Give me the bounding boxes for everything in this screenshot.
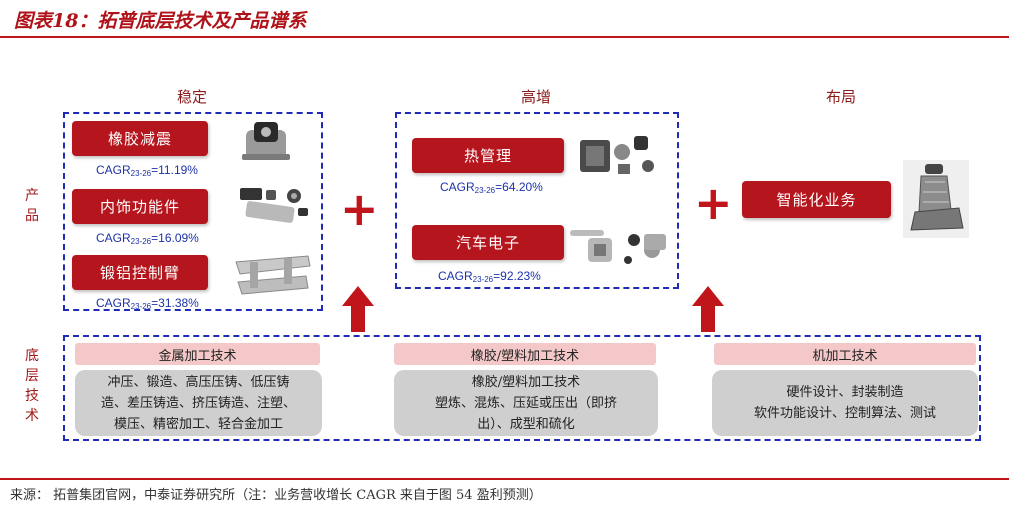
growth-products-box (395, 112, 679, 289)
tech-header-machining: 机加工技术 (714, 343, 976, 365)
product-intelligent-business: 智能化业务 (742, 181, 891, 218)
tech-detail-line: 橡胶/塑料加工技术 (471, 374, 581, 390)
thermal-module-image (580, 136, 654, 174)
figure-title: 图表18：拓普底层技术及产品谱系 (14, 10, 307, 32)
side-label-char: 术 (25, 408, 39, 424)
cagr-thermal-management: CAGR23-26=64.20% (440, 180, 543, 195)
up-arrow-icon (342, 286, 374, 332)
side-label-tech: 底 层 技 术 (24, 346, 40, 426)
source-note: 来源： 拓普集团官网，中泰证券研究所（注：业务营收增长 CAGR 来自于图 54… (10, 488, 542, 503)
product-aluminum-control-arm: 锻铝控制臂 (72, 255, 208, 290)
tech-detail-line: 出）、成型和硫化 (477, 416, 575, 432)
cagr-automotive-electronics: CAGR23-26=92.23% (438, 269, 541, 284)
side-label-char: 技 (25, 388, 39, 404)
title-divider (0, 36, 1009, 38)
tech-detail-line: 模压、精密加工、轻合金加工 (113, 416, 283, 432)
column-header-growth: 高增 (521, 88, 552, 106)
control-arm-image (235, 255, 311, 295)
tech-detail-line: 软件功能设计、控制算法、测试 (753, 406, 936, 421)
tech-detail-line: 造、差压铸造、挤压铸造、注塑、 (100, 395, 296, 411)
rubber-mount-image (242, 122, 290, 160)
side-label-char: 底 (25, 348, 39, 364)
plus-icon: + (694, 176, 733, 230)
tech-header-rubber-plastic: 橡胶/塑料加工技术 (394, 343, 656, 365)
side-label-char: 品 (25, 208, 39, 224)
column-header-stable: 稳定 (177, 88, 208, 106)
up-arrow-icon (692, 286, 724, 332)
tech-detail-rubber-plastic: 橡胶/塑料加工技术 塑炼、混炼、压延或压出（即挤 出）、成型和硫化 (394, 370, 658, 436)
side-label-char: 产 (25, 188, 39, 204)
column-header-layout: 布局 (826, 88, 857, 106)
product-automotive-electronics: 汽车电子 (412, 225, 564, 260)
interior-parts-image (240, 188, 308, 223)
tech-header-metal: 金属加工技术 (75, 343, 320, 365)
tech-detail-metal: 冲压、锻造、高压压铸、低压铸 造、差压铸造、挤压铸造、注塑、 模压、精密加工、轻… (75, 370, 322, 436)
product-interior-parts: 内饰功能件 (72, 189, 208, 224)
cagr-aluminum-control-arm: CAGR23-26=31.38% (96, 296, 199, 311)
seat-frame-image (903, 160, 969, 238)
product-rubber-damping: 橡胶减震 (72, 121, 208, 156)
product-thermal-management: 热管理 (412, 138, 564, 173)
tech-detail-line: 硬件设计、封装制造 (786, 385, 904, 400)
side-label-char: 层 (25, 368, 39, 384)
tech-detail-machining: 硬件设计、封装制造 软件功能设计、控制算法、测试 (712, 370, 978, 436)
footer-divider (0, 478, 1009, 480)
cagr-rubber-damping: CAGR23-26=11.19% (96, 163, 198, 178)
electronics-image (570, 230, 666, 264)
cagr-interior-parts: CAGR23-26=16.09% (96, 231, 199, 246)
side-label-products: 产 品 (24, 186, 40, 226)
tech-detail-line: 冲压、锻造、高压压铸、低压铸 (107, 374, 290, 390)
stable-products-box (63, 112, 323, 311)
underlying-tech-box (63, 335, 981, 441)
plus-icon: + (340, 182, 379, 236)
tech-detail-line: 塑炼、混炼、压延或压出（即挤 (434, 395, 617, 411)
